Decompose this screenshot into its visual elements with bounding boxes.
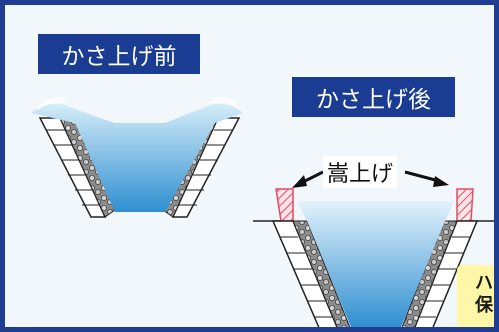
raise-callout: 嵩上げ	[323, 156, 398, 188]
water-overflow	[31, 104, 243, 212]
raise-arrows	[292, 170, 449, 188]
note-box: ハ 保	[457, 265, 494, 327]
label-before: かさ上げ前	[38, 34, 200, 74]
label-after: かさ上げ後	[292, 77, 455, 117]
channel-after	[253, 188, 494, 327]
channel-illustration	[31, 96, 494, 327]
raised-wall-left	[275, 188, 294, 222]
channel-before	[31, 96, 243, 218]
raised-wall-right	[456, 188, 474, 222]
water-contained	[297, 201, 455, 327]
